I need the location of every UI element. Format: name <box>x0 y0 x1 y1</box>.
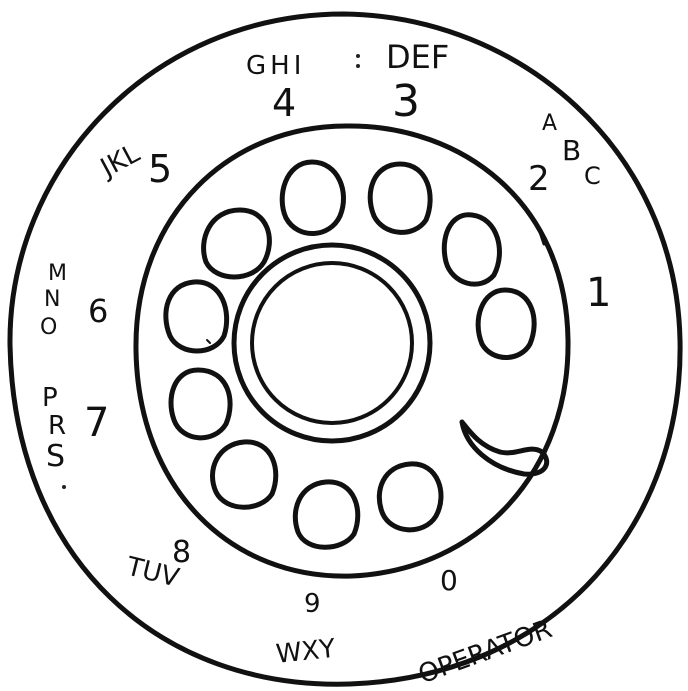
letters-mno-n: N <box>44 287 60 312</box>
number-7: 7 <box>84 400 109 446</box>
finger-hole-9[interactable] <box>295 482 357 547</box>
number-1: 1 <box>586 270 611 316</box>
number-9: 9 <box>304 589 321 619</box>
finger-hole-6[interactable] <box>166 282 227 351</box>
letters-prs-s: S <box>46 439 65 474</box>
letters-abc-b: B <box>562 134 581 167</box>
finger-hole-1[interactable] <box>478 290 534 358</box>
letters-ghi: GHI <box>246 51 305 81</box>
finger-holes <box>166 162 534 547</box>
letters-mno-m: M <box>48 261 67 286</box>
finger-hole-8[interactable] <box>212 442 275 507</box>
finger-hole-3[interactable] <box>370 164 430 232</box>
letters-prs-r: R <box>48 411 66 441</box>
letters-abc-a: A <box>542 111 557 136</box>
letters-mno-o: O <box>40 315 57 340</box>
number-2: 2 <box>528 159 550 199</box>
letters-operator: OPERATOR <box>415 614 557 690</box>
letters-jkl: JKL <box>94 138 145 184</box>
number-6: 6 <box>88 292 108 330</box>
outer-dial-ring <box>10 14 680 684</box>
letters-prs-p: P <box>42 383 58 413</box>
finger-hole-4[interactable] <box>282 162 343 234</box>
pencil-mark <box>207 340 210 343</box>
number-3: 3 <box>392 76 420 127</box>
finger-hole-2[interactable] <box>444 215 499 284</box>
pencil-dot <box>356 64 360 68</box>
letters-def: DEF <box>386 38 449 76</box>
letters-wxy: WXY <box>275 634 337 670</box>
number-0: 0 <box>440 564 458 597</box>
finger-hole-7[interactable] <box>171 370 230 438</box>
number-5: 5 <box>148 147 172 191</box>
letters-abc-c: C <box>584 162 601 190</box>
pencil-dot <box>356 54 360 58</box>
center-hub-inner-ring <box>252 263 412 423</box>
finger-hole-5[interactable] <box>204 210 270 277</box>
number-4: 4 <box>272 81 296 125</box>
finger-hole-0[interactable] <box>379 464 441 530</box>
center-hub-outer-ring <box>234 245 430 441</box>
pencil-dot <box>62 485 66 489</box>
